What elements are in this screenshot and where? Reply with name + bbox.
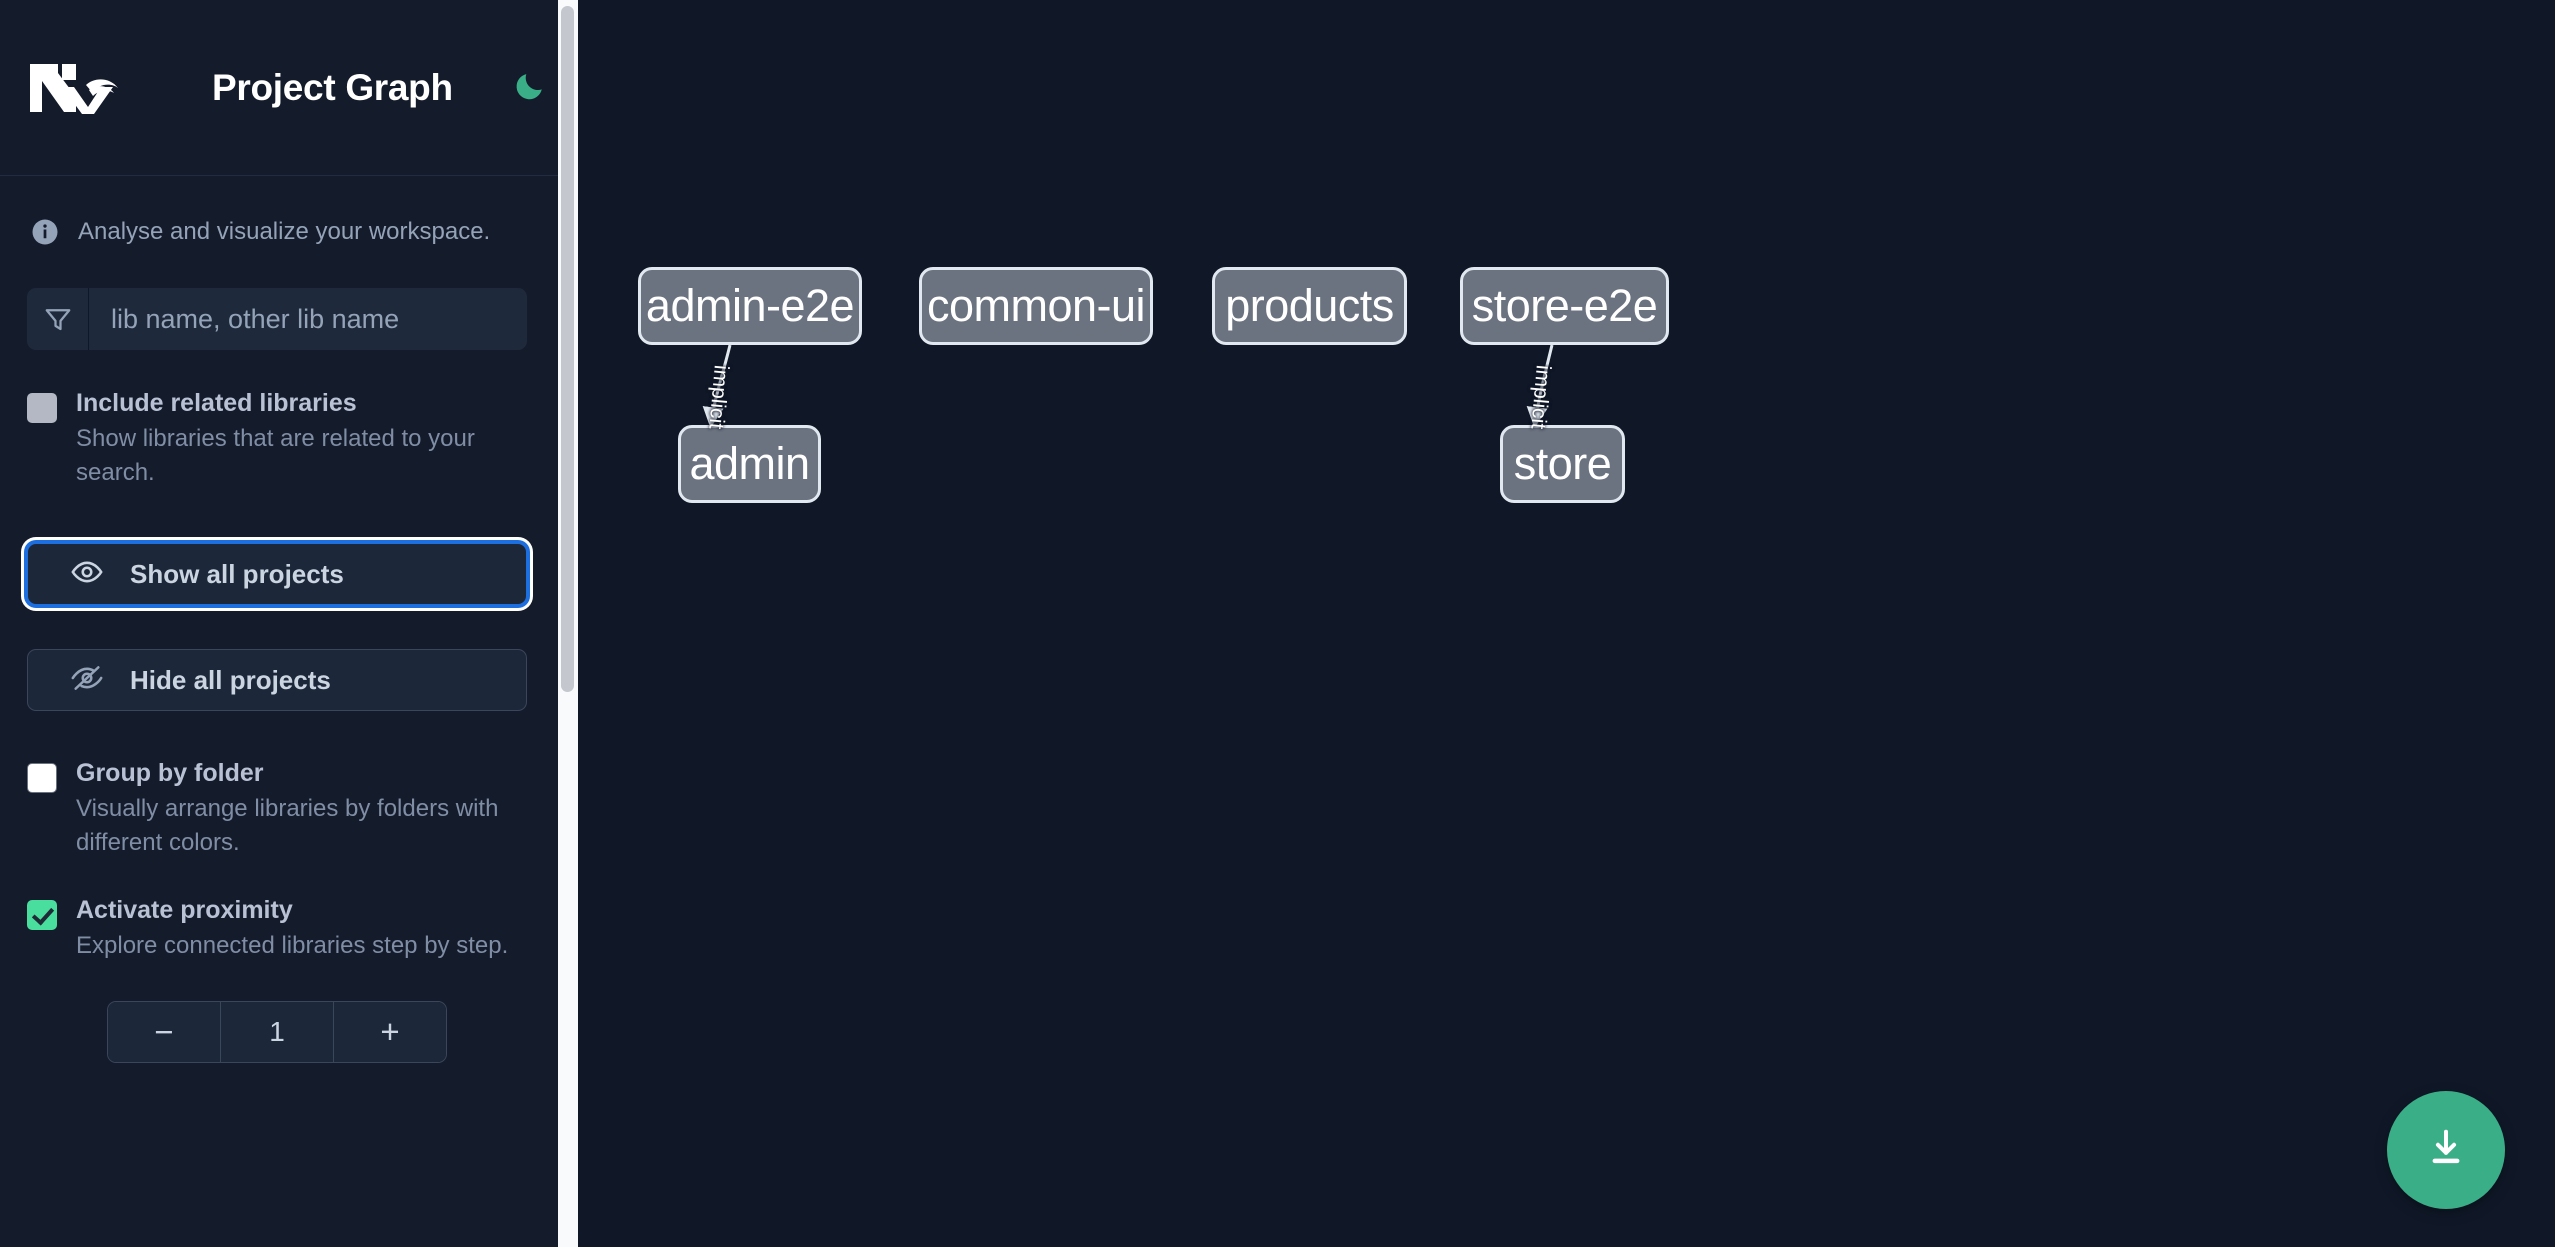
activate-proximity-label: Activate proximity — [76, 896, 293, 925]
nx-logo-icon — [28, 57, 126, 119]
sidebar-scrollbar-thumb[interactable] — [561, 6, 574, 692]
include-related-libraries-checkbox[interactable] — [27, 393, 57, 423]
graph-node-store-e2e[interactable]: store-e2e — [1460, 267, 1669, 345]
graph-node-label: common-ui — [926, 280, 1146, 331]
download-graph-button[interactable] — [2387, 1091, 2505, 1209]
group-by-folder-label: Group by folder — [76, 759, 264, 788]
activate-proximity-checkbox[interactable] — [27, 900, 57, 931]
eye-icon — [68, 555, 106, 593]
workspace-info: Analyse and visualize your workspace. — [0, 176, 558, 288]
funnel-icon[interactable] — [27, 288, 89, 350]
show-all-projects-button[interactable]: Show all projects — [27, 543, 527, 606]
filter-section — [0, 288, 558, 350]
proximity-decrement-button[interactable]: − — [108, 1002, 221, 1063]
proximity-increment-button[interactable]: + — [333, 1002, 446, 1063]
option-activate-proximity[interactable]: Activate proximity Explore connected lib… — [0, 894, 558, 963]
proximity-value: 1 — [221, 1002, 333, 1063]
group-by-folder-checkbox[interactable] — [27, 763, 57, 794]
graph-node-admin-e2e[interactable]: admin-e2e — [638, 267, 862, 345]
graph-node-label: products — [1225, 280, 1394, 331]
show-all-projects-label: Show all projects — [130, 558, 344, 589]
sidebar: Project Graph Analyse and visualize your… — [0, 0, 558, 1247]
search-input[interactable] — [89, 288, 527, 350]
search-box — [27, 288, 527, 350]
include-related-libraries-label: Include related libraries — [76, 389, 357, 417]
sidebar-header: Project Graph — [0, 0, 558, 176]
proximity-stepper: − 1 + — [107, 1001, 447, 1064]
project-graph-canvas[interactable]: admin-e2e common-ui products store-e2e a… — [578, 0, 2555, 1247]
include-related-libraries-description: Show libraries that are related to your … — [76, 425, 475, 487]
graph-node-common-ui[interactable]: common-ui — [919, 267, 1153, 345]
graph-node-label: admin-e2e — [645, 280, 855, 331]
workspace-info-text: Analyse and visualize your workspace. — [78, 218, 491, 245]
hide-all-projects-label: Hide all projects — [130, 664, 331, 695]
option-include-related-libraries[interactable]: Include related libraries Show libraries… — [0, 387, 558, 490]
group-by-folder-description: Visually arrange libraries by folders wi… — [76, 795, 499, 857]
app-title: Project Graph — [212, 66, 453, 108]
graph-node-label: store — [1513, 438, 1612, 489]
download-icon — [2423, 1126, 2469, 1175]
sidebar-scrollbar-track[interactable] — [558, 0, 578, 1247]
theme-toggle-button[interactable] — [509, 67, 551, 109]
graph-node-products[interactable]: products — [1212, 267, 1407, 345]
graph-node-label: admin — [689, 438, 810, 489]
graph-node-admin[interactable]: admin — [678, 425, 821, 503]
moon-icon — [513, 69, 547, 106]
info-circle-icon — [30, 217, 60, 247]
graph-node-store[interactable]: store — [1500, 425, 1625, 503]
activate-proximity-description: Explore connected libraries step by step… — [76, 932, 509, 960]
hide-all-projects-button[interactable]: Hide all projects — [27, 649, 527, 712]
graph-edges — [702, 344, 1554, 429]
graph-edge-label-store: implicit — [1526, 364, 1555, 431]
graph-edge-label-admin: implicit — [704, 364, 733, 431]
graph-node-label: store-e2e — [1471, 280, 1658, 331]
eye-off-icon — [68, 661, 106, 699]
option-group-by-folder[interactable]: Group by folder Visually arrange librari… — [0, 757, 558, 860]
